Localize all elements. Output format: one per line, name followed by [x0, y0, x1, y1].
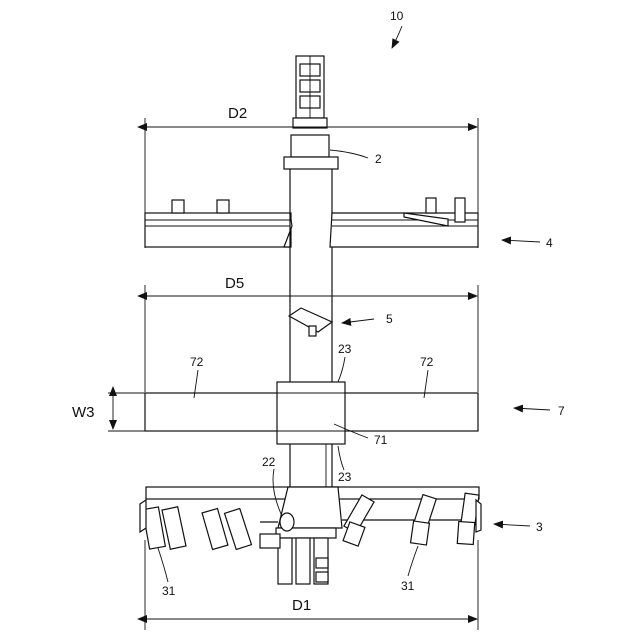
upper-disc-4: [145, 198, 478, 247]
svg-text:D1: D1: [292, 597, 311, 614]
label-pin-22: 22: [262, 455, 282, 516]
svg-text:72: 72: [190, 355, 204, 369]
label-collar-23-upper: 23: [338, 342, 352, 382]
label-bottom-disc-3: 3: [494, 520, 543, 534]
svg-text:23: 23: [338, 342, 352, 356]
shaft-upper-collar: [284, 135, 338, 169]
svg-text:7: 7: [558, 404, 565, 418]
dimension-w3: W3: [72, 393, 145, 431]
svg-text:D5: D5: [225, 275, 244, 292]
svg-text:W3: W3: [72, 404, 95, 421]
svg-text:23: 23: [338, 470, 352, 484]
label-disc-section-72-left: 72: [190, 355, 204, 398]
svg-text:31: 31: [401, 579, 415, 593]
dimension-d1: D1: [145, 540, 478, 630]
label-collar-23-lower: 23: [338, 446, 352, 484]
svg-text:22: 22: [262, 455, 276, 469]
figure-number-10: 10: [390, 9, 404, 48]
shaft-top-fitting: [293, 56, 327, 128]
svg-text:72: 72: [420, 355, 434, 369]
svg-text:D2: D2: [228, 105, 247, 122]
label-upper-disc-4: 4: [502, 236, 553, 250]
svg-text:4: 4: [546, 236, 553, 250]
blade-group-left: [140, 500, 280, 550]
svg-text:31: 31: [162, 584, 176, 598]
svg-text:10: 10: [390, 9, 404, 23]
svg-text:2: 2: [375, 152, 382, 166]
svg-text:5: 5: [386, 312, 393, 326]
label-middle-disc-7: 7: [514, 404, 565, 418]
bracket-5: 5: [289, 308, 393, 336]
svg-text:3: 3: [536, 520, 543, 534]
label-disc-section-72-right: 72: [420, 355, 434, 398]
label-blade-31-left: 31: [158, 548, 176, 598]
label-blade-31-right: 31: [401, 546, 418, 593]
svg-text:71: 71: [374, 433, 388, 447]
